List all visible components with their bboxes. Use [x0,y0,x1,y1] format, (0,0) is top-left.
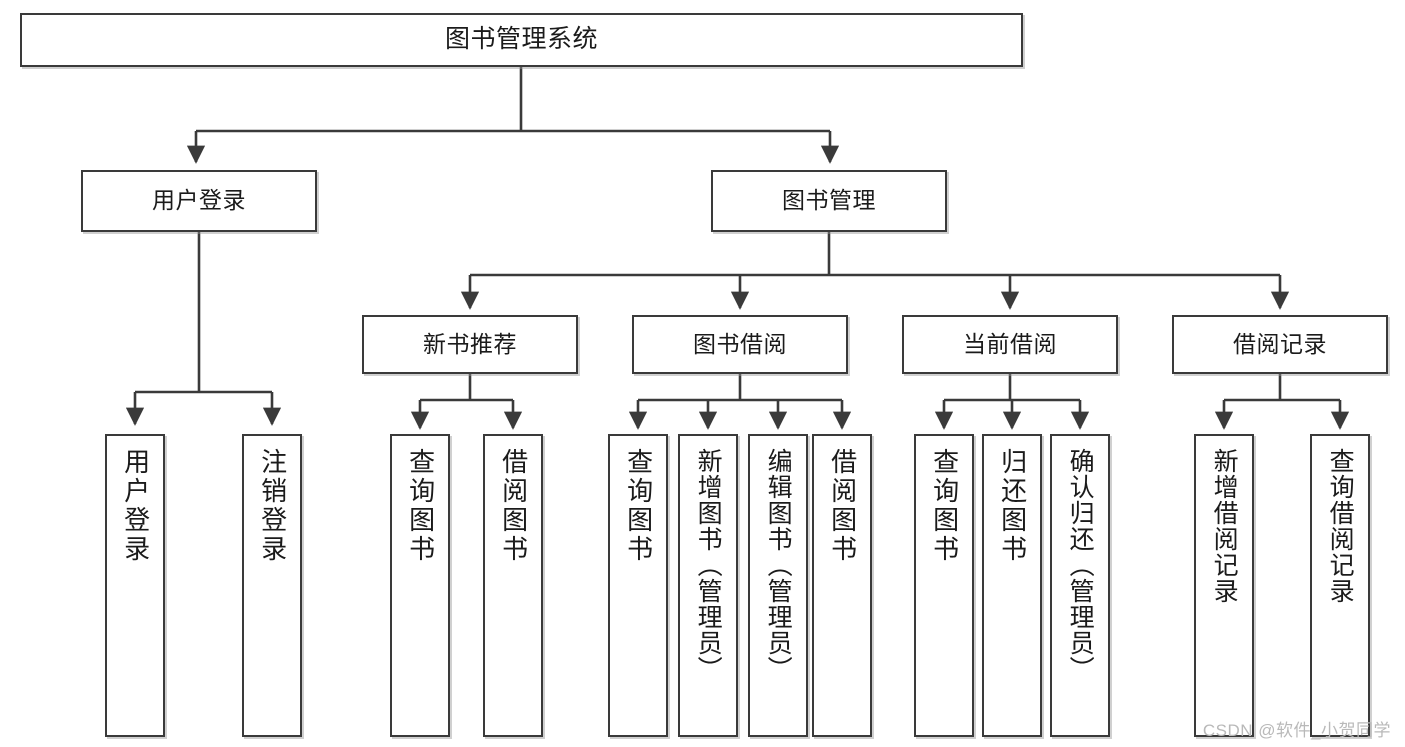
leaf-label: 新增借阅记录 [1210,448,1239,604]
leaf-book-borrow-add[interactable]: 新增图书（管理员） [678,434,738,737]
node-new-book-recommend[interactable]: 新书推荐 [362,315,578,374]
leaf-book-borrow-edit[interactable]: 编辑图书（管理员） [748,434,808,737]
leaf-book-borrow-lend[interactable]: 借阅图书 [812,434,872,737]
leaf-record-query[interactable]: 查询借阅记录 [1310,434,1370,737]
node-current-borrow[interactable]: 当前借阅 [902,315,1118,374]
node-root[interactable]: 图书管理系统 [20,13,1023,67]
node-new-book-recommend-label: 新书推荐 [423,330,517,357]
leaf-current-borrow-confirm[interactable]: 确认归还（管理员） [1050,434,1110,737]
node-borrow-record[interactable]: 借阅记录 [1172,315,1388,374]
leaf-new-book-query[interactable]: 查询图书 [390,434,450,737]
leaf-label: 注销登录 [257,448,288,564]
leaf-label: 确认归还（管理员） [1066,448,1095,682]
leaf-label: 查询图书 [929,448,960,564]
node-book-borrow-label: 图书借阅 [693,330,787,357]
leaf-label: 借阅图书 [498,448,529,564]
node-book-borrow[interactable]: 图书借阅 [632,315,848,374]
node-root-label: 图书管理系统 [444,25,598,54]
leaf-current-borrow-return[interactable]: 归还图书 [982,434,1042,737]
leaf-current-borrow-query[interactable]: 查询图书 [914,434,974,737]
node-borrow-record-label: 借阅记录 [1233,330,1327,357]
node-user-login[interactable]: 用户登录 [81,170,317,232]
leaf-label: 新增图书（管理员） [694,448,723,682]
leaf-new-book-borrow[interactable]: 借阅图书 [483,434,543,737]
csdn-watermark: CSDN @软件_小贺同学 [1202,721,1391,740]
leaf-record-add[interactable]: 新增借阅记录 [1194,434,1254,737]
node-user-login-label: 用户登录 [152,187,246,214]
leaf-label: 编辑图书（管理员） [764,448,793,682]
node-book-management[interactable]: 图书管理 [711,170,947,232]
leaf-label: 查询图书 [405,448,436,564]
leaf-label: 查询借阅记录 [1326,448,1355,604]
leaf-book-borrow-query[interactable]: 查询图书 [608,434,668,737]
leaf-label: 查询图书 [623,448,654,564]
leaf-label: 用户登录 [120,448,151,564]
leaf-label: 借阅图书 [827,448,858,564]
node-book-management-label: 图书管理 [782,187,876,214]
node-current-borrow-label: 当前借阅 [963,330,1057,357]
leaf-user-login-signout[interactable]: 注销登录 [242,434,302,737]
leaf-label: 归还图书 [997,448,1028,564]
leaf-user-login-signin[interactable]: 用户登录 [105,434,165,737]
